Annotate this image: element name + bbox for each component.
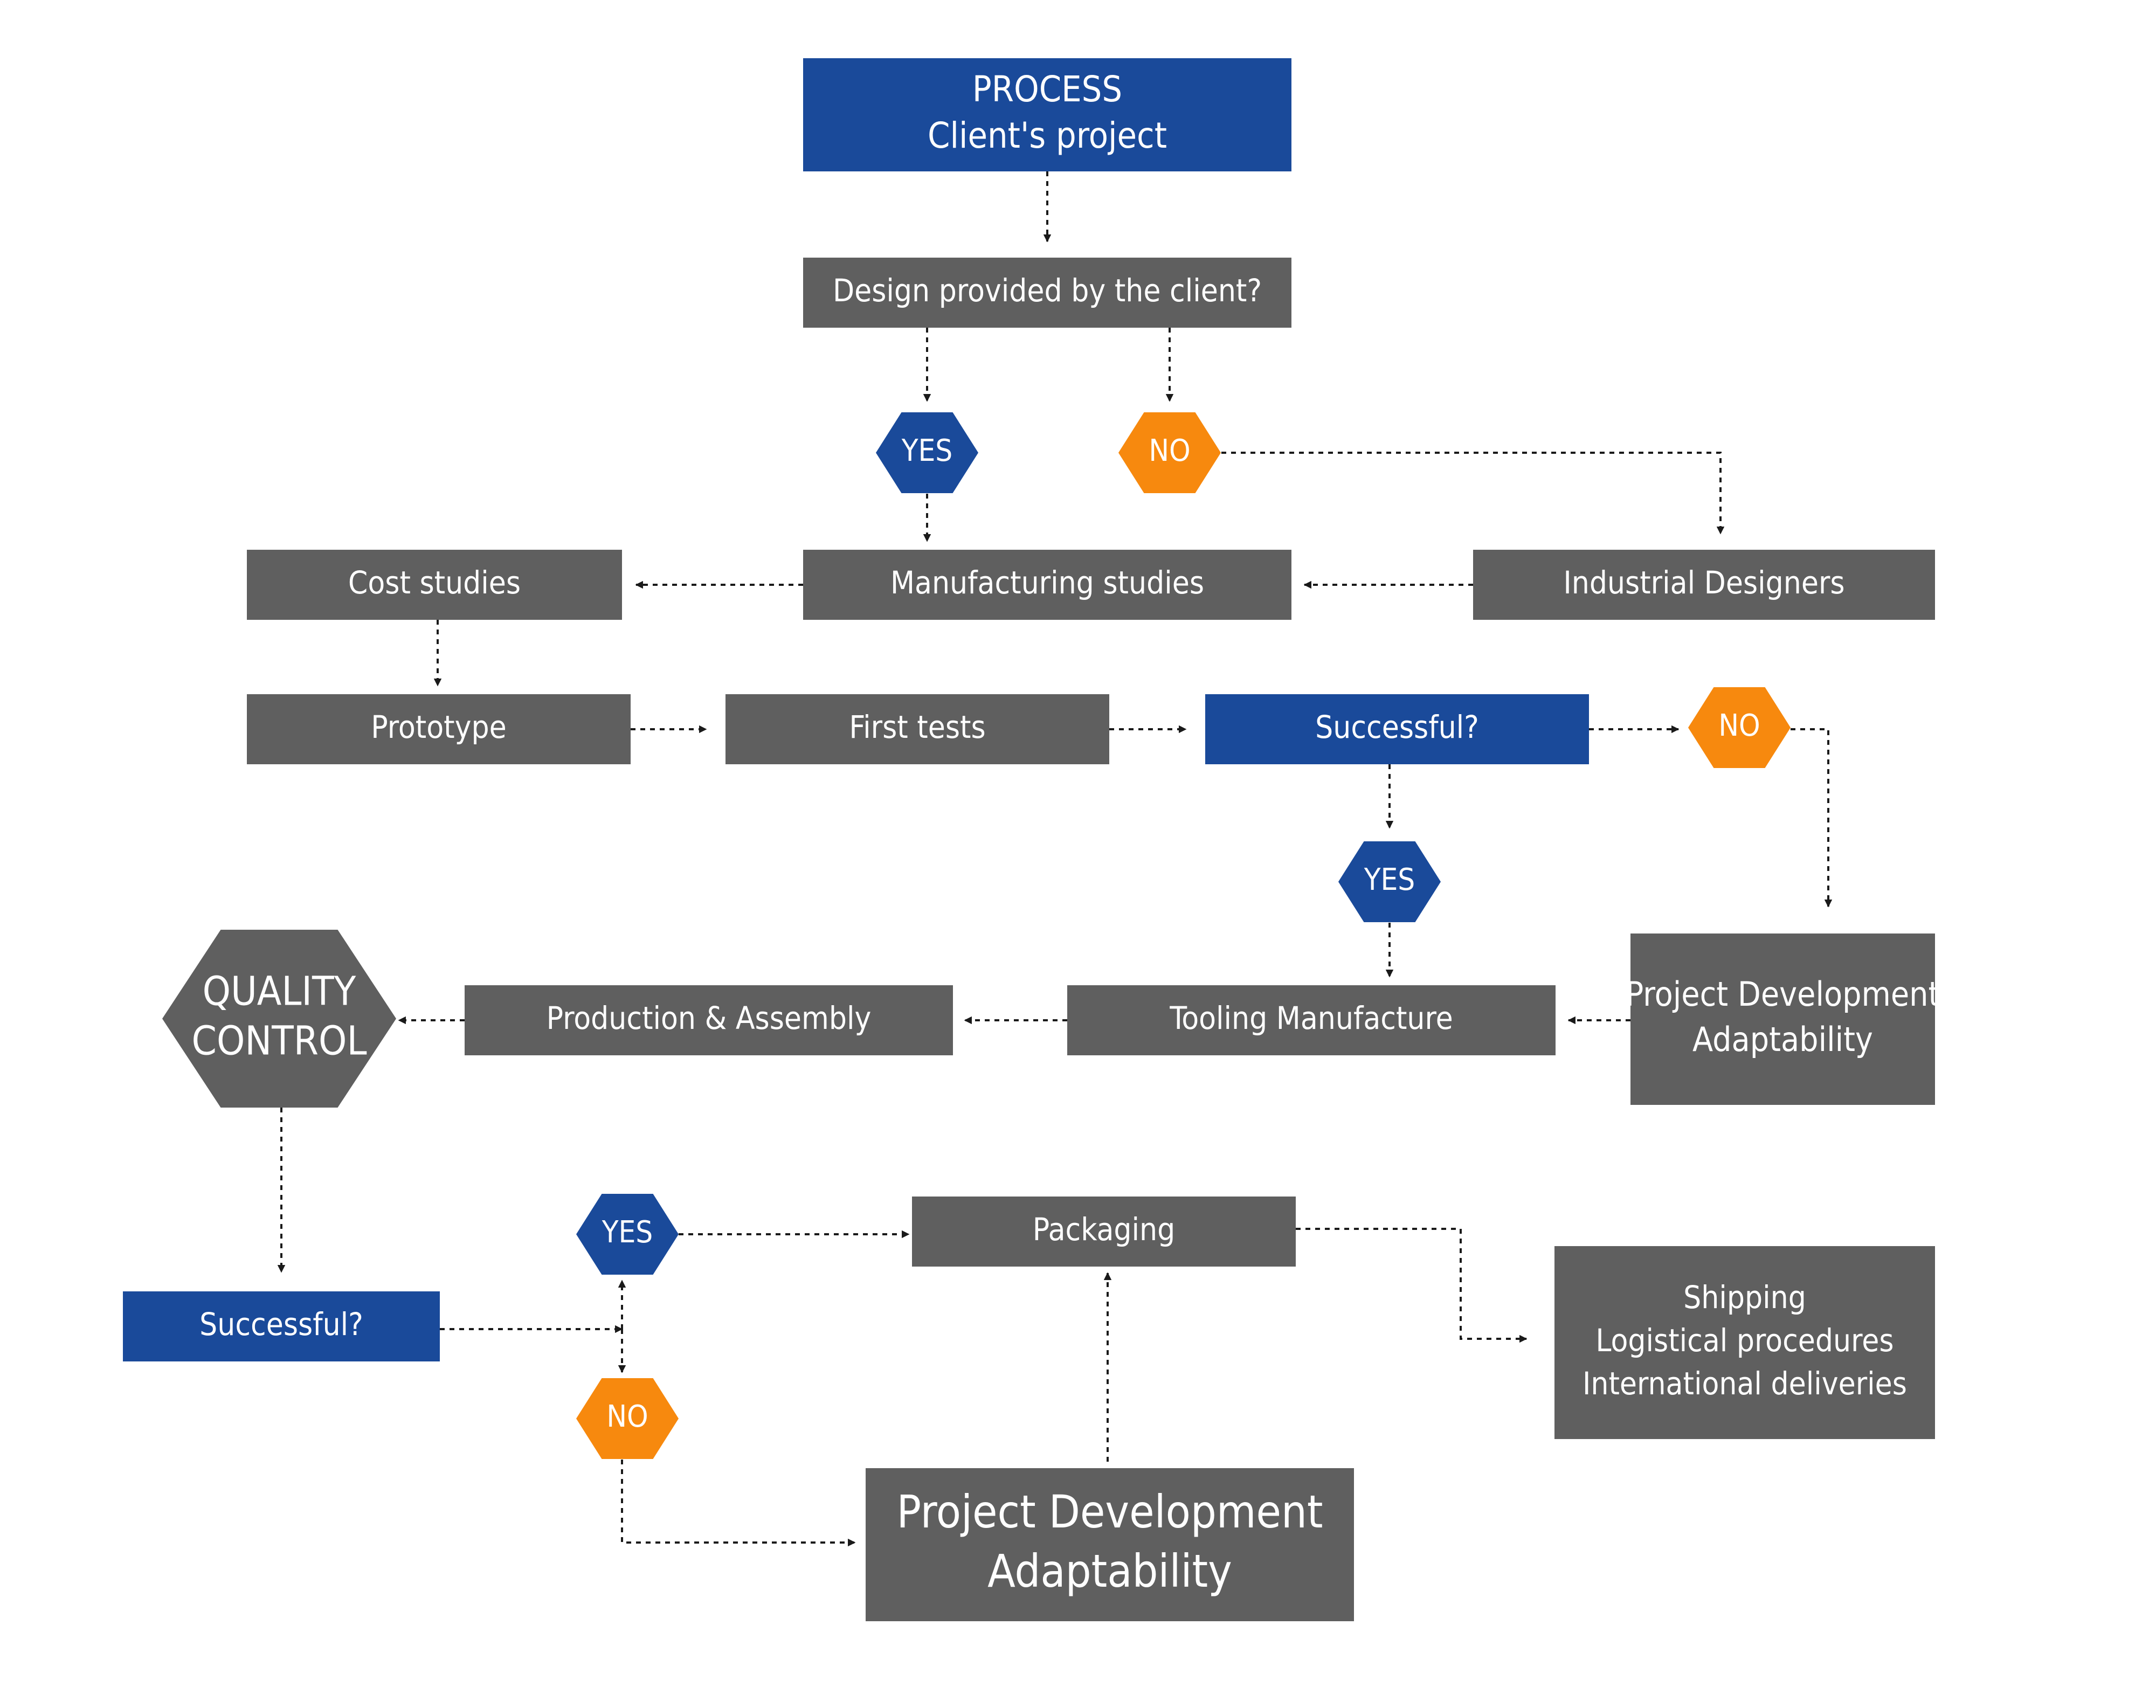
prototype-box-label-line-1: Prototype — [371, 709, 506, 745]
successful-question-box-1-shape — [1205, 694, 1589, 764]
cost-studies-box[interactable]: Cost studies — [247, 550, 622, 620]
industrial-designers-box[interactable]: Industrial Designers — [1473, 550, 1935, 620]
industrial-designers-box-shape — [1473, 550, 1935, 620]
no-decision-1[interactable]: NO — [1118, 412, 1221, 493]
shipping-logistics-box-shape — [1554, 1246, 1935, 1439]
quality-control-hexagon-label-line-1: QUALITY — [203, 969, 356, 1015]
process-client-project-box-shape — [803, 58, 1291, 171]
yes-decision-1-label-line-1: YES — [901, 433, 953, 468]
manufacturing-studies-box[interactable]: Manufacturing studies — [803, 550, 1291, 620]
shipping-logistics-box-label-line-2: Logistical procedures — [1595, 1322, 1894, 1359]
first-tests-box-shape — [725, 694, 1109, 764]
design-provided-question-box-shape — [803, 258, 1291, 328]
project-development-box-2-label-line-1: Project Development — [897, 1485, 1323, 1538]
project-development-box-1-label-line-2: Adaptability — [1692, 1020, 1873, 1059]
yes-decision-2-label-line-1: YES — [1364, 862, 1415, 897]
successful-question-box-2-shape — [123, 1291, 440, 1361]
successful-question-box-1[interactable]: Successful? — [1205, 694, 1589, 764]
process-client-project-box-label-line-1: PROCESS — [972, 68, 1122, 110]
prototype-box[interactable]: Prototype — [247, 694, 631, 764]
project-development-box-2-shape — [866, 1468, 1354, 1621]
quality-control-hexagon-shape — [162, 930, 396, 1108]
edge-no-to-project-development-2 — [621, 1460, 856, 1547]
no-decision-3-shape — [576, 1378, 679, 1459]
successful-question-box-2[interactable]: Successful? — [123, 1291, 440, 1361]
production-assembly-box-shape — [465, 985, 953, 1055]
yes-decision-3[interactable]: YES — [576, 1194, 679, 1275]
no-decision-2-label-line-1: NO — [1718, 708, 1760, 743]
edge-packaging-to-shipping — [1296, 1228, 1528, 1343]
no-decision-1-shape — [1118, 412, 1221, 493]
production-assembly-box-label-line-1: Production & Assembly — [547, 1000, 872, 1036]
quality-control-hexagon-label-line-2: CONTROL — [191, 1018, 367, 1064]
process-client-project-box[interactable]: PROCESS Client's project — [803, 58, 1291, 171]
yes-decision-3-shape — [576, 1194, 679, 1275]
successful-question-box-1-label-line-1: Successful? — [1315, 709, 1479, 745]
no-decision-2[interactable]: NO — [1688, 687, 1791, 768]
cost-studies-box-shape — [247, 550, 622, 620]
yes-decision-2-shape — [1338, 841, 1441, 922]
no-decision-3-label-line-1: NO — [606, 1399, 648, 1434]
project-development-box-1-label-line-1: Project Development — [1626, 974, 1940, 1014]
manufacturing-studies-box-shape — [803, 550, 1291, 620]
no-decision-3[interactable]: NO — [576, 1378, 679, 1459]
first-tests-box-label-line-1: First tests — [849, 709, 985, 745]
prototype-box-shape — [247, 694, 631, 764]
project-development-box-1-shape — [1630, 933, 1935, 1105]
no-decision-2-shape — [1688, 687, 1791, 768]
packaging-box-shape — [912, 1197, 1296, 1267]
packaging-box[interactable]: Packaging — [912, 1197, 1296, 1267]
edge-no-to-project-development — [1791, 728, 1833, 908]
tooling-manufacture-box-shape — [1067, 985, 1556, 1055]
edge-no-to-industrial-designers — [1221, 452, 1725, 535]
shipping-logistics-box-label-line-3: International deliveries — [1583, 1365, 1907, 1402]
project-development-box-2-label-line-2: Adaptability — [987, 1545, 1232, 1598]
cost-studies-box-label-line-1: Cost studies — [348, 564, 521, 601]
yes-decision-3-label-line-1: YES — [602, 1215, 653, 1250]
first-tests-box[interactable]: First tests — [725, 694, 1109, 764]
yes-decision-1-shape — [876, 412, 978, 493]
industrial-designers-box-label-line-1: Industrial Designers — [1563, 564, 1844, 601]
shipping-logistics-box-label-line-1: Shipping — [1683, 1279, 1806, 1316]
successful-question-box-2-label-line-1: Successful? — [199, 1306, 363, 1343]
design-provided-question-box[interactable]: Design provided by the client? — [803, 258, 1291, 328]
yes-decision-1[interactable]: YES — [876, 412, 978, 493]
tooling-manufacture-box[interactable]: Tooling Manufacture — [1067, 985, 1556, 1055]
process-client-project-box-label-line-2: Client's project — [928, 115, 1167, 156]
no-decision-1-label-line-1: NO — [1149, 433, 1190, 468]
production-assembly-box[interactable]: Production & Assembly — [465, 985, 953, 1055]
connector-arrows — [277, 171, 1833, 1547]
tooling-manufacture-box-label-line-1: Tooling Manufacture — [1169, 1000, 1453, 1036]
design-provided-question-box-label-line-1: Design provided by the client? — [833, 272, 1262, 309]
yes-decision-2[interactable]: YES — [1338, 841, 1441, 922]
manufacturing-studies-box-label-line-1: Manufacturing studies — [890, 564, 1204, 601]
packaging-box-label-line-1: Packaging — [1033, 1211, 1176, 1248]
